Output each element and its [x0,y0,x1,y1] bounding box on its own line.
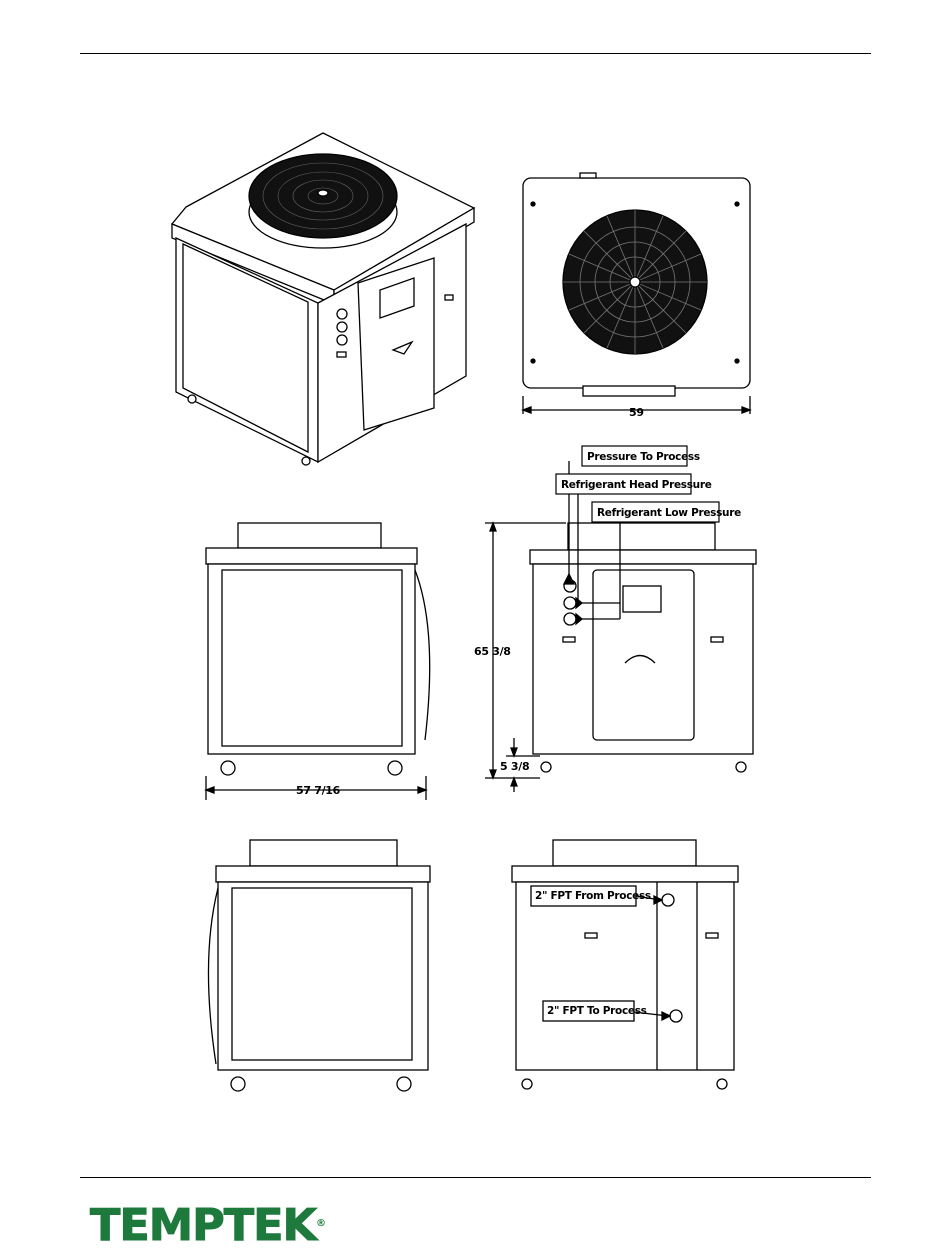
dim-front-height: 65 3/8 [474,645,511,658]
top-view [523,173,750,414]
dim-top-width: 59 [629,406,644,419]
temptek-logo: TEMPTEK ® [90,1200,326,1251]
side-elevation-right [208,840,430,1091]
rear-elevation [512,840,738,1089]
side-elevation-left [206,523,430,800]
callout-pressure-to-process: Pressure To Process [587,451,700,463]
dim-caster-height: 5 3/8 [500,760,529,773]
callout-fpt-to-process: 2" FPT To Process [547,1005,647,1017]
registered-mark: ® [316,1218,326,1229]
dim-side-width: 57 7/16 [296,784,341,797]
callout-refrigerant-head-pressure: Refrigerant Head Pressure [561,479,712,491]
callout-refrigerant-low-pressure: Refrigerant Low Pressure [597,507,741,519]
callout-fpt-from-process: 2" FPT From Process [535,890,651,902]
isometric-view [172,133,474,465]
logo-text: TEMPTEK [90,1200,319,1251]
